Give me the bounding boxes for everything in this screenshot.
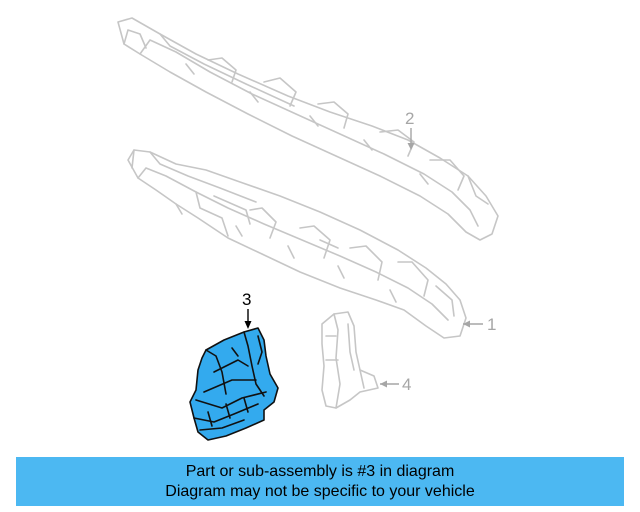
part-2-upper-crossmember bbox=[117, 17, 499, 241]
part-3-highlighted-bracket bbox=[189, 327, 279, 441]
footer-disclaimer: Diagram may not be specific to your vehi… bbox=[165, 482, 475, 500]
callout-2: 2 bbox=[405, 109, 415, 150]
callout-3-arrowhead bbox=[244, 321, 252, 329]
callout-4-arrowhead bbox=[380, 380, 387, 388]
callout-2-label: 2 bbox=[405, 109, 414, 128]
callout-2-arrowhead bbox=[407, 143, 415, 150]
part-1-lower-crossmember bbox=[127, 149, 467, 339]
callout-1-arrowhead bbox=[463, 320, 470, 328]
callout-4: 4 bbox=[380, 375, 411, 394]
footer-part-notice: Part or sub-assembly is #3 in diagram bbox=[185, 462, 455, 480]
footer-banner: Part or sub-assembly is #3 in diagram Di… bbox=[16, 457, 624, 506]
callout-3-label: 3 bbox=[242, 290, 251, 309]
callout-4-label: 4 bbox=[402, 375, 411, 394]
callout-1: 1 bbox=[463, 315, 496, 334]
callout-1-label: 1 bbox=[487, 315, 496, 334]
callout-3: 3 bbox=[242, 290, 252, 329]
part-4-side-bracket bbox=[321, 311, 379, 409]
